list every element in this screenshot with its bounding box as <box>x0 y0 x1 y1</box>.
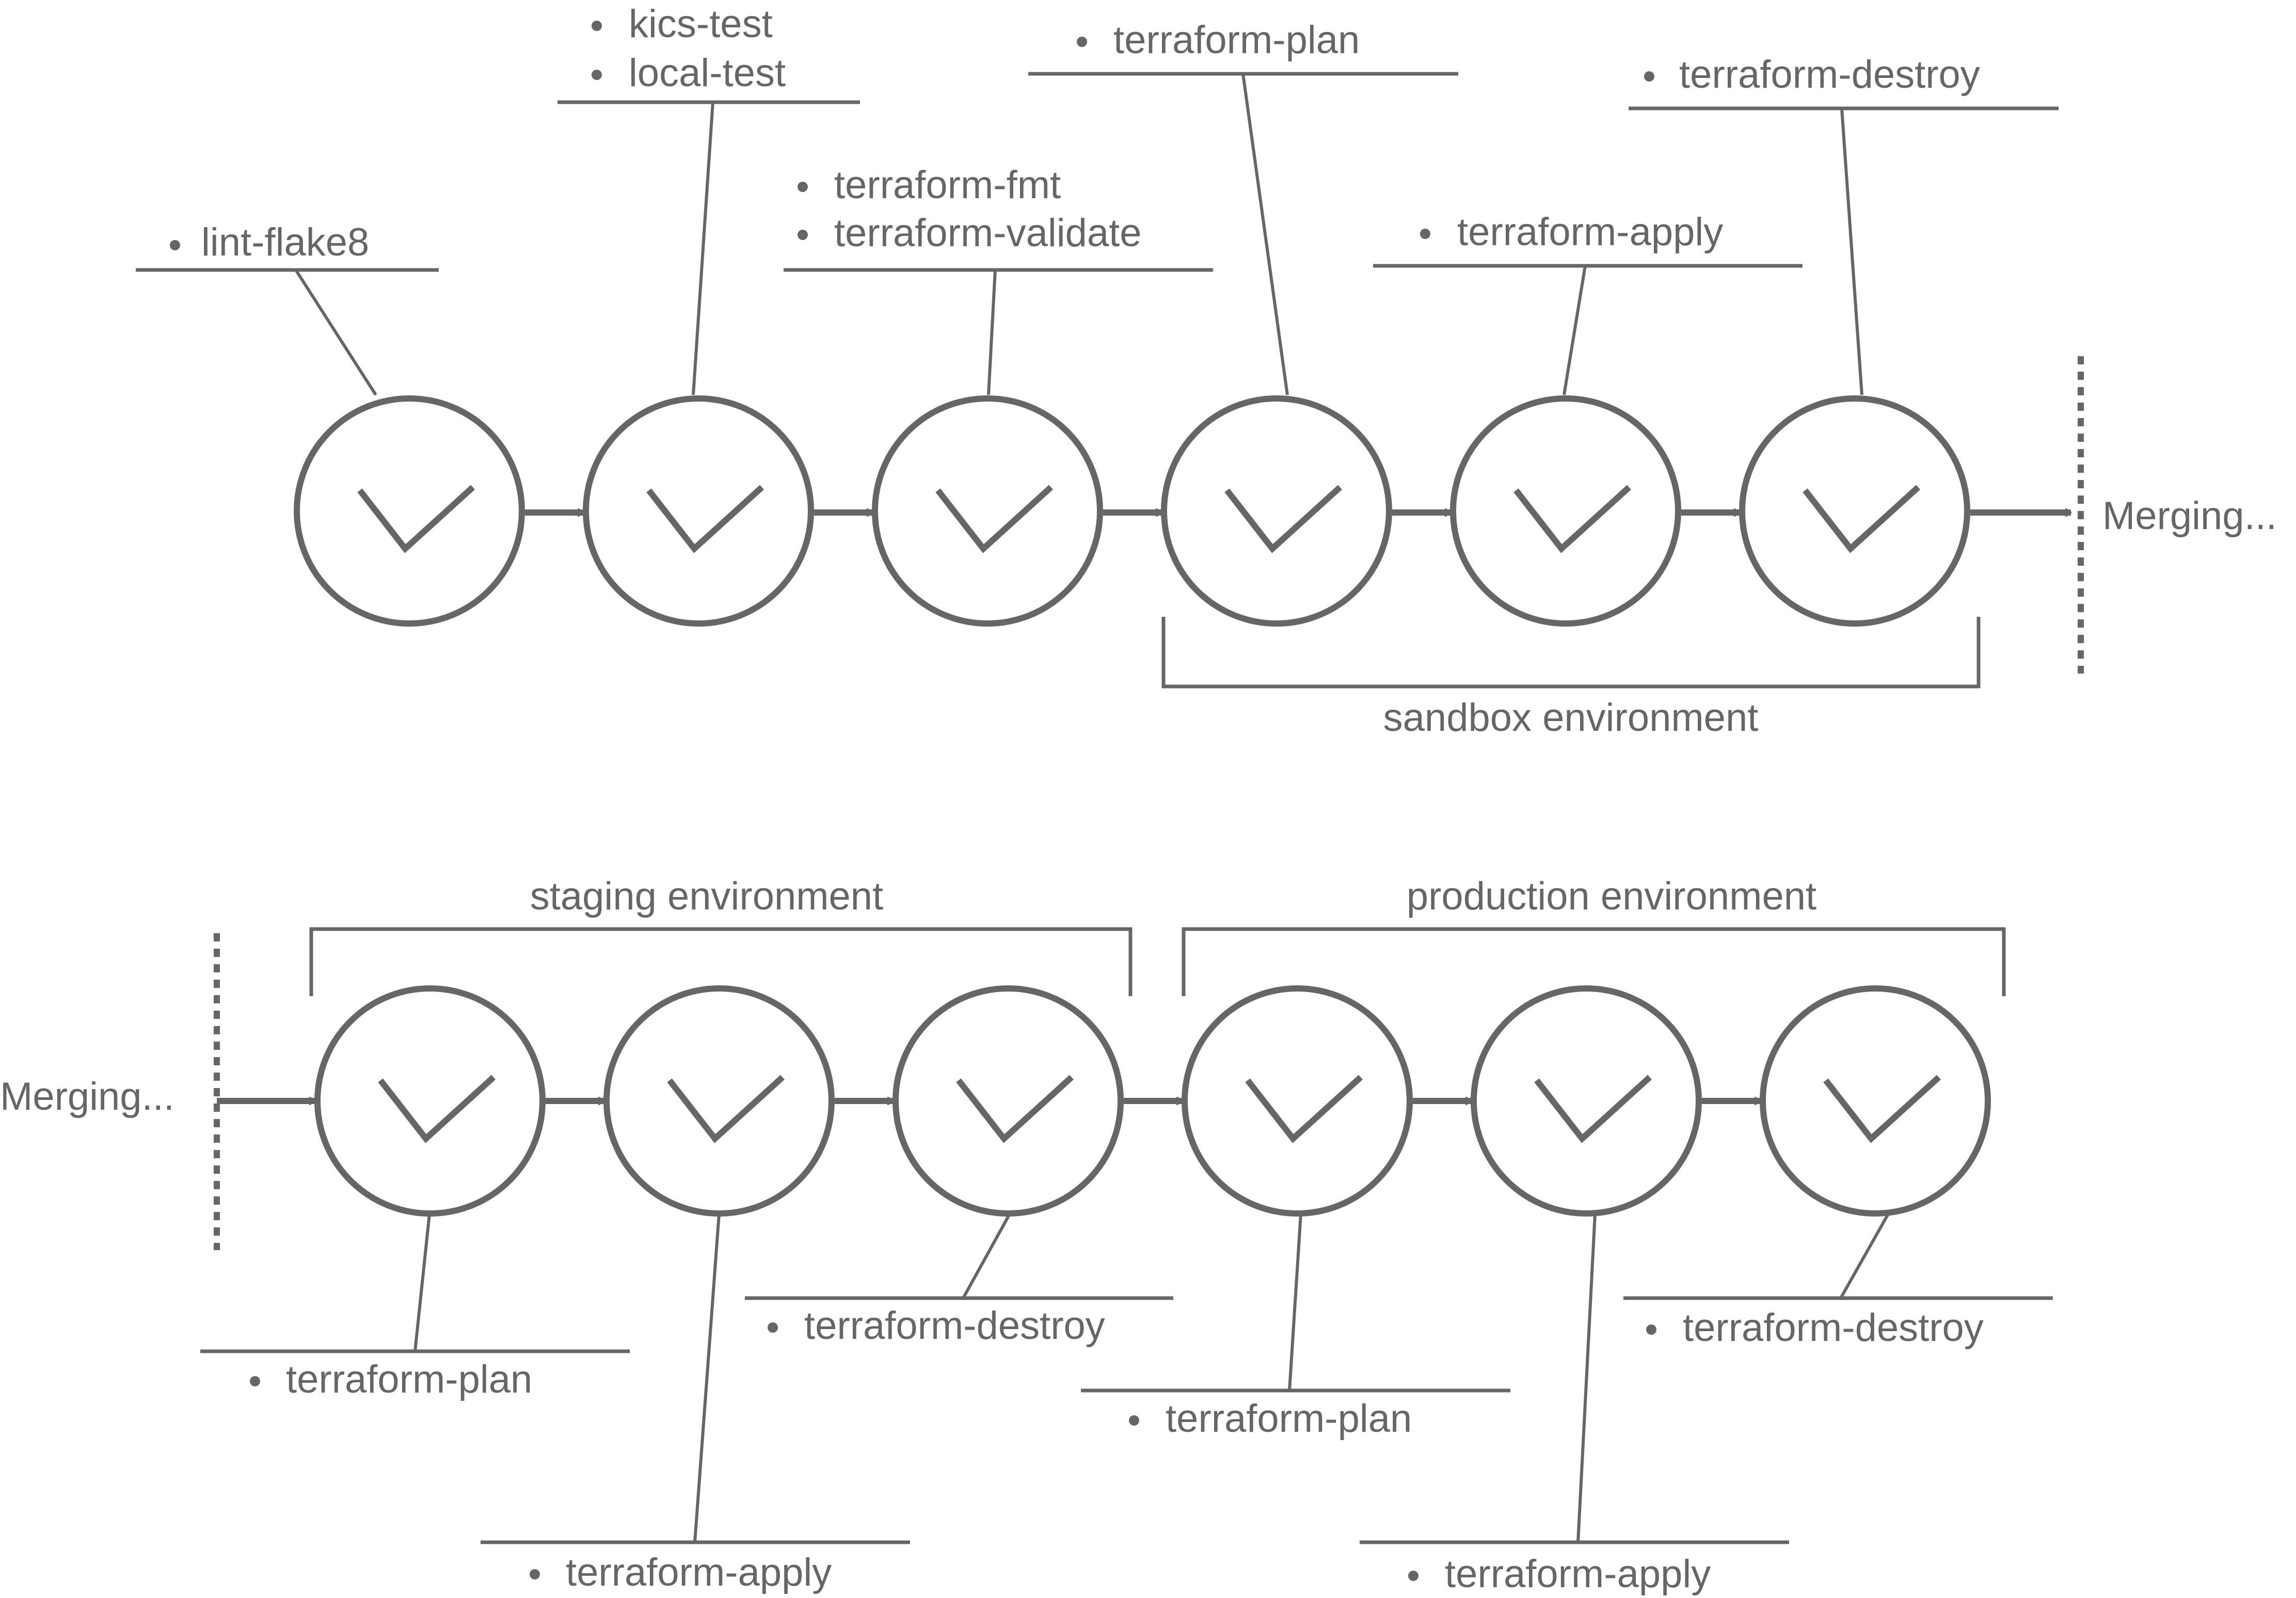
job-label: terraform-validate <box>834 211 1142 255</box>
pipeline-bottom-stage-3: terraform-destroy <box>745 985 1173 1348</box>
job-bullet <box>798 230 808 240</box>
bracket-line <box>1161 617 1981 689</box>
job-bullet <box>768 1322 778 1333</box>
check-icon <box>1513 485 1632 553</box>
check-icon <box>1224 485 1343 553</box>
merge-label: Merging... <box>2102 494 2277 538</box>
job-bullet <box>250 1376 260 1386</box>
check-icon <box>1803 485 1921 553</box>
stage-node <box>1450 395 1681 627</box>
job-bullet <box>1129 1415 1139 1426</box>
environment-label: staging environment <box>530 874 883 918</box>
callout-leader <box>1840 108 1863 395</box>
pipeline-top-stage-3: terraform-fmt terraform-validate <box>784 163 1213 627</box>
pipeline-top-stage-4: terraform-plan <box>1028 18 1458 627</box>
pipeline-top-stage-6: terraform-destroy <box>1629 53 2059 627</box>
check-icon <box>667 1075 785 1143</box>
bracket-line <box>309 927 1133 996</box>
job-label: kics-test <box>629 2 773 46</box>
check-icon <box>956 1075 1074 1143</box>
job-bullet <box>592 21 602 31</box>
job-label: terraform-destroy <box>1679 53 1980 97</box>
job-bullet <box>170 240 180 250</box>
job-label: terraform-apply <box>1445 1552 1711 1596</box>
callout-leader <box>1839 1213 1890 1299</box>
environment-label: production environment <box>1407 874 1816 918</box>
callout-leader <box>1576 1213 1597 1543</box>
job-label: terraform-apply <box>1457 210 1723 254</box>
pipeline-bottom-stage-6: terraform-destroy <box>1623 985 2053 1350</box>
job-bullet <box>798 182 808 192</box>
pipeline-top: lint-flake8 kics-test local-test terrafo… <box>136 2 2277 740</box>
job-bullet <box>530 1569 540 1579</box>
job-label: terraform-destroy <box>1683 1306 1984 1350</box>
callout-leader <box>987 269 997 395</box>
pipeline-top-stage-5: terraform-apply <box>1373 210 1803 627</box>
stage-node <box>603 985 835 1217</box>
bracket-line <box>1182 927 2006 996</box>
stage-node <box>892 985 1124 1217</box>
stage-node <box>314 985 546 1217</box>
stage-node <box>1471 985 1702 1217</box>
job-bullet <box>1077 37 1087 47</box>
check-icon <box>1534 1075 1652 1143</box>
stage-node <box>1739 395 1970 627</box>
callout-leader <box>692 102 714 395</box>
job-bullet <box>1646 1324 1656 1335</box>
check-icon <box>1823 1075 1941 1143</box>
job-bullet <box>1408 1571 1418 1581</box>
stage-node <box>1182 985 1413 1217</box>
job-label: terraform-destroy <box>804 1304 1105 1348</box>
environment-bracket: sandbox environment <box>1161 617 1981 740</box>
pipeline-bottom-stage-1: terraform-plan <box>200 985 630 1401</box>
stage-node <box>583 395 814 627</box>
callout-leader <box>1241 73 1289 395</box>
callout-leader <box>294 269 377 396</box>
callout-leader <box>413 1213 431 1352</box>
callout-leader <box>962 1213 1011 1299</box>
stage-node <box>872 395 1103 627</box>
pipeline-bottom: Merging... terraform-plan terraform-appl… <box>0 874 2053 1596</box>
merge-label: Merging... <box>0 1075 174 1118</box>
job-label: terraform-plan <box>286 1357 532 1401</box>
job-label: lint-flake8 <box>201 220 369 264</box>
check-icon <box>646 485 764 553</box>
callout-leader <box>693 1213 721 1543</box>
check-icon <box>935 485 1054 553</box>
stage-node <box>294 395 525 627</box>
check-icon <box>357 485 475 553</box>
pipeline-bottom-stage-4: terraform-plan <box>1081 985 1510 1441</box>
environment-bracket: production environment <box>1182 874 2006 996</box>
job-label: terraform-plan <box>1113 18 1360 62</box>
stage-node <box>1161 395 1392 627</box>
job-bullet <box>592 70 602 80</box>
job-bullet <box>1644 71 1654 82</box>
callout-leader <box>1288 1213 1302 1391</box>
check-icon <box>378 1075 496 1143</box>
pipeline-bottom-stage-2: terraform-apply <box>481 985 910 1594</box>
pipeline-top-stage-1: lint-flake8 <box>136 220 525 627</box>
job-label: terraform-fmt <box>834 163 1061 207</box>
pipeline-top-stage-2: kics-test local-test <box>557 2 860 627</box>
job-label: terraform-plan <box>1166 1397 1412 1441</box>
environment-label: sandbox environment <box>1383 696 1759 740</box>
callout-leader <box>1562 265 1587 395</box>
check-icon <box>1245 1075 1363 1143</box>
environment-bracket: staging environment <box>309 874 1133 996</box>
job-label: terraform-apply <box>566 1551 832 1594</box>
job-label: local-test <box>629 51 786 95</box>
job-bullet <box>1420 229 1430 239</box>
pipeline-bottom-stage-5: terraform-apply <box>1360 985 1789 1596</box>
stage-node <box>1760 985 1991 1217</box>
